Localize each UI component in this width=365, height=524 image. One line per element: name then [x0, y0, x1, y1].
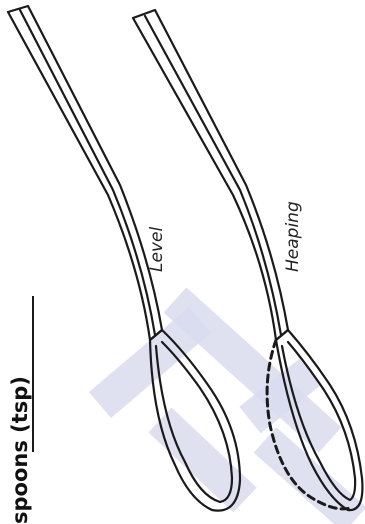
page-heading: spoons (tsp) — [8, 376, 32, 524]
level-spoon — [8, 6, 240, 511]
heaping-label: Heaping — [283, 201, 303, 272]
watermark — [100, 300, 355, 520]
level-label: Level — [147, 227, 167, 272]
